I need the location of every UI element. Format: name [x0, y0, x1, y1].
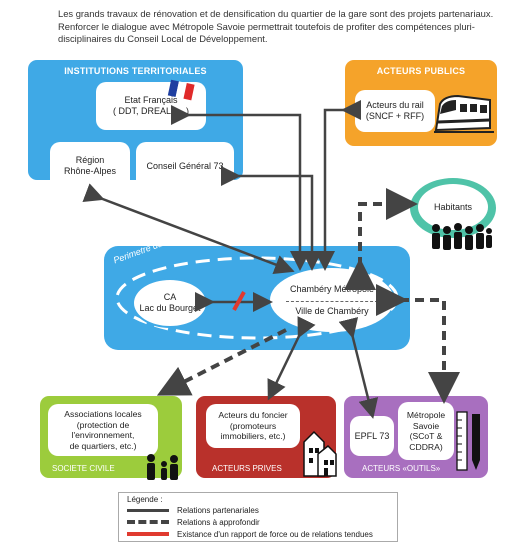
institutions-title: INSTITUTIONS TERRITORIALES [64, 66, 207, 76]
legend-label-3: Existance d'un rapport de force ou de re… [177, 529, 373, 539]
metropole-line-1: Métropole [406, 410, 446, 420]
arrow-rail-chambery [315, 100, 361, 271]
arrow-region-chambery [82, 183, 295, 275]
region-line-2: Rhône-Alpes [63, 166, 117, 176]
epfl-label: EPFL 73 [354, 430, 390, 441]
arrow-etat-chambery [171, 105, 310, 271]
rail-line-1: Acteurs du rail [366, 100, 424, 110]
acteurs-foncier-box: Acteurs du foncier (promoteurs immobilie… [206, 404, 300, 448]
region-line-1: Région [75, 155, 105, 165]
epfl-box: EPFL 73 [350, 416, 394, 456]
legend-title: Légende : [127, 495, 163, 504]
ca-line-2: Lac du Bourget [139, 303, 201, 313]
ville-chambery-label: Ville de Chambéry [295, 305, 369, 316]
french-flag-icon [167, 79, 195, 101]
acteurs-publics-panel: ACTEURS PUBLICS Acteurs du rail (SNCF + … [345, 60, 497, 146]
metropole-savoie-box: Métropole Savoie (SCoT & CDDRA) [398, 402, 454, 460]
assoc-line-2: (protection de [76, 419, 130, 430]
associations-box: Associations locales (protection de l'en… [48, 404, 158, 456]
societe-civile-panel: Associations locales (protection de l'en… [40, 396, 182, 478]
metropole-line-4: CDDRA) [409, 441, 443, 452]
legend-item-tension: Existance d'un rapport de force ou de re… [127, 529, 373, 539]
assoc-line-1: Associations locales [64, 409, 142, 419]
metropole-line-2: Savoie [412, 420, 440, 431]
societe-civile-label: SOCIETE CIVILE [52, 464, 115, 473]
assoc-line-4: de quartiers, etc.) [69, 440, 137, 451]
metropole-line-3: (SCoT & [409, 431, 443, 441]
arrow-chambery-metropole [376, 284, 460, 404]
legend: Légende : Relations partenariales Relati… [118, 492, 398, 542]
habitants-inner: Habitants [418, 184, 488, 230]
arrow-conseil-chambery [221, 166, 322, 271]
acteurs-publics-title: ACTEURS PUBLICS [376, 66, 466, 76]
etat-line-2: ( DDT, DREAL, ... ) [112, 106, 189, 116]
foncier-line-2: (promoteurs [229, 420, 277, 431]
buildings-icon [303, 430, 337, 477]
pencil-ruler-icon [456, 411, 480, 471]
intro-text: Les grands travaux de rénovation et de d… [58, 8, 494, 44]
arrow-chambery-habitants [344, 188, 418, 290]
legend-item-partenariales: Relations partenariales [127, 505, 259, 515]
ca-line-1: CA [163, 292, 177, 302]
legend-item-approfondir: Relations à approfondir [127, 517, 260, 527]
legend-label-1: Relations partenariales [177, 505, 259, 515]
assoc-line-3: l'environnement, [71, 430, 135, 440]
family-icon [147, 454, 178, 480]
foncier-line-1: Acteurs du foncier [218, 410, 288, 421]
etat-line-1: Etat Français [124, 95, 178, 105]
rail-line-2: (SNCF + RFF) [365, 111, 425, 121]
acteurs-prives-label: ACTEURS PRIVES [212, 464, 282, 473]
tension-marker [232, 291, 246, 311]
acteurs-rail-box: Acteurs du rail (SNCF + RFF) [355, 90, 435, 132]
acteurs-outils-label: ACTEURS «OUTILS» [362, 464, 441, 473]
arrow-chambery-epfl [338, 317, 379, 419]
foncier-line-3: immobiliers, etc.) [220, 431, 286, 442]
chambery-metropole-label: Chambéry Métropole [289, 283, 375, 294]
habitants-label: Habitants [433, 202, 473, 212]
train-icon [434, 94, 494, 133]
legend-label-2: Relations à approfondir [177, 517, 260, 527]
people-icon [432, 223, 492, 250]
arrow-chambery-associations [156, 328, 287, 396]
region-box: Région Rhône-Alpes [50, 142, 130, 190]
arrow-chambery-prives [267, 316, 316, 401]
